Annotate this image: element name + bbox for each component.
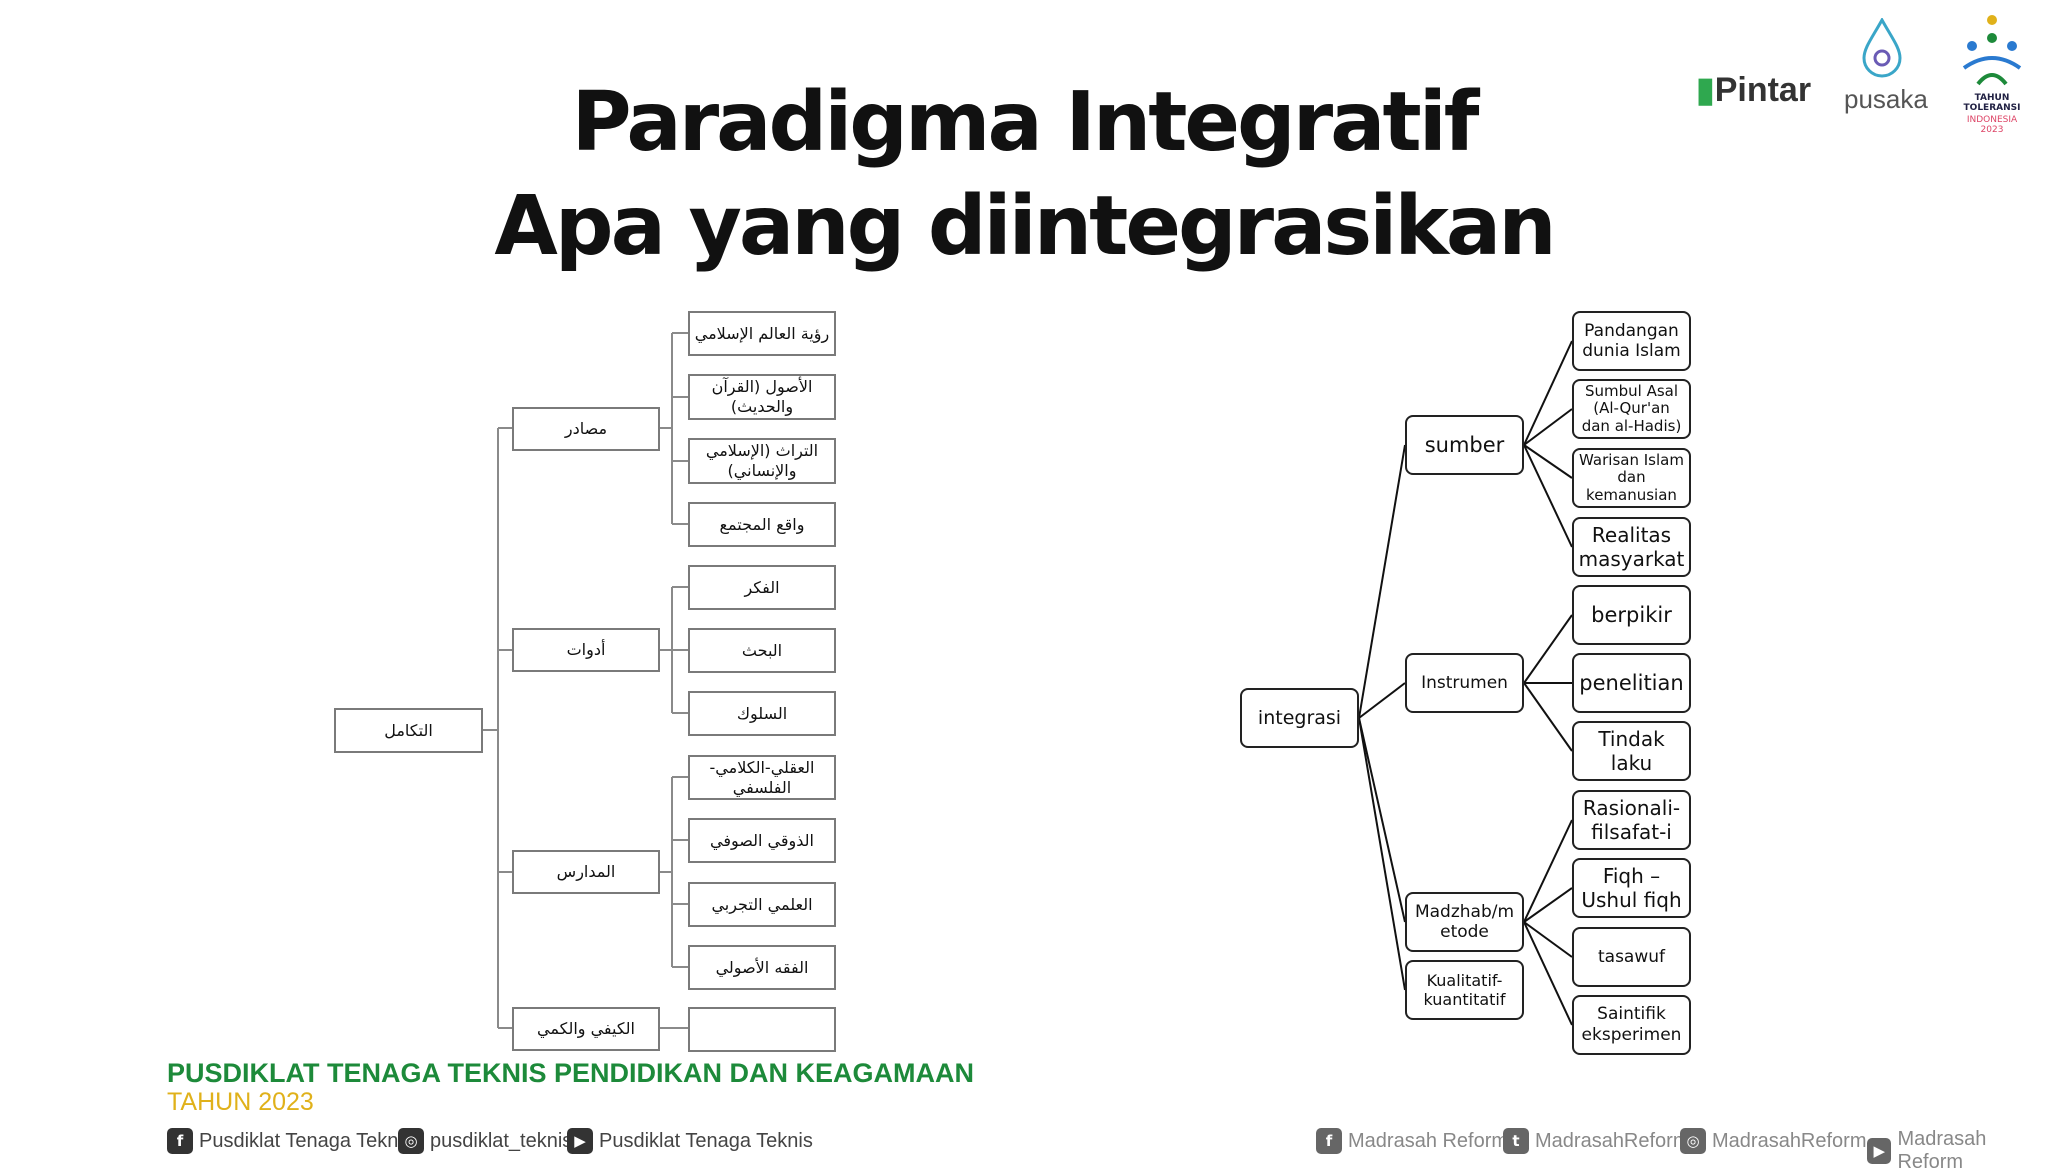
right-leaf: tasawuf — [1572, 927, 1691, 987]
facebook-icon: f — [1316, 1128, 1342, 1154]
right-leaf: Sumbul Asal (Al-Qur'an dan al-Hadis) — [1572, 379, 1691, 439]
social-label: Madrasah Reform — [1897, 1128, 1987, 1173]
left-leaf: العقلي-الكلامي-الفلسفي — [688, 755, 836, 800]
slide-subtitle: Apa yang diintegrasikan — [494, 179, 1556, 274]
social-label: MadrasahReform — [1535, 1129, 1690, 1152]
left-leaf: العلمي التجربي — [688, 882, 836, 927]
social-facebook-right[interactable]: f Madrasah Reform — [1316, 1128, 1508, 1154]
right-leaf: Warisan Islam dan kemanusian — [1572, 448, 1691, 508]
right-leaf: Saintifik eksperimen — [1572, 995, 1691, 1055]
right-leaf: Rasionali-filsafat-i — [1572, 790, 1691, 850]
social-label: MadrasahReform — [1712, 1129, 1867, 1152]
footer-year: TAHUN 2023 — [167, 1088, 314, 1116]
instagram-icon: ◎ — [398, 1128, 424, 1154]
social-label: pusdiklat_teknis — [430, 1129, 573, 1152]
footer-organization-title: PUSDIKLAT TENAGA TEKNIS PENDIDIKAN DAN K… — [167, 1058, 975, 1088]
youtube-icon: ▶ — [1867, 1138, 1892, 1164]
left-leaf: الفقه الأصولي — [688, 945, 836, 990]
right-leaf: Tindak laku — [1572, 721, 1691, 781]
left-leaf: الأصول (القرآن والحديث) — [688, 374, 836, 420]
left-branch-kayfi: الكيفي والكمي — [512, 1007, 660, 1051]
right-branch-instrumen: Instrumen — [1405, 653, 1524, 713]
slide-title: Paradigma Integratif — [571, 75, 1480, 170]
pusaka-logo: pusaka — [1844, 84, 1928, 114]
left-leaf: السلوك — [688, 691, 836, 736]
social-instagram-left[interactable]: ◎ pusdiklat_teknis — [398, 1128, 572, 1154]
right-branch-sumber: sumber — [1405, 415, 1524, 475]
left-leaf: الذوقي الصوفي — [688, 818, 836, 863]
logos: ▮Pintar pusaka TAHUN TOLERANSI INDONESIA… — [1696, 8, 2036, 138]
right-branch-kualitatif: Kualitatif-kuantitatif — [1405, 960, 1524, 1020]
left-leaf-empty — [688, 1007, 836, 1052]
right-leaf: berpikir — [1572, 585, 1691, 645]
facebook-icon: f — [167, 1128, 193, 1154]
tahun-toleransi-logo: TAHUN TOLERANSI INDONESIA 2023 — [1954, 8, 2030, 136]
social-label: Madrasah Reform — [1348, 1129, 1509, 1152]
pintar-logo: ▮Pintar — [1696, 71, 1812, 109]
right-leaf: penelitian — [1572, 653, 1691, 713]
social-twitter-right[interactable]: t MadrasahReform — [1503, 1128, 1690, 1154]
left-root-node: التكامل — [334, 708, 483, 753]
left-leaf: البحث — [688, 628, 836, 673]
right-branch-madzhab: Madzhab/metode — [1405, 892, 1524, 952]
right-leaf: Realitas masyarkat — [1572, 517, 1691, 577]
social-instagram-right[interactable]: ◎ MadrasahReform — [1680, 1128, 1867, 1154]
youtube-icon: ▶ — [567, 1128, 593, 1154]
right-leaf: Fiqh – Ushul fiqh — [1572, 858, 1691, 918]
left-branch-masadir: مصادر — [512, 407, 660, 451]
right-root-node: integrasi — [1240, 688, 1359, 748]
toleransi-emblem-icon — [1962, 15, 2022, 86]
social-label: Pusdiklat Tenaga Teknis — [599, 1129, 813, 1152]
social-youtube-right[interactable]: ▶ Madrasah Reform — [1867, 1128, 2048, 1174]
social-label: Pusdiklat Tenaga Teknis — [199, 1129, 413, 1152]
left-leaf: رؤية العالم الإسلامي — [688, 311, 836, 356]
left-branch-adawat: أدوات — [512, 628, 660, 672]
left-branch-madaris: المدارس — [512, 850, 660, 894]
social-facebook-left[interactable]: f Pusdiklat Tenaga Teknis — [167, 1128, 413, 1154]
left-leaf: التراث (الإسلامي والإنساني) — [688, 438, 836, 484]
pusaka-drop-icon — [1862, 18, 1902, 78]
twitter-icon: t — [1503, 1128, 1529, 1154]
instagram-icon: ◎ — [1680, 1128, 1706, 1154]
left-leaf: واقع المجتمع — [688, 502, 836, 547]
social-youtube-left[interactable]: ▶ Pusdiklat Tenaga Teknis — [567, 1128, 813, 1154]
right-leaf: Pandangan dunia Islam — [1572, 311, 1691, 371]
left-leaf: الفكر — [688, 565, 836, 610]
